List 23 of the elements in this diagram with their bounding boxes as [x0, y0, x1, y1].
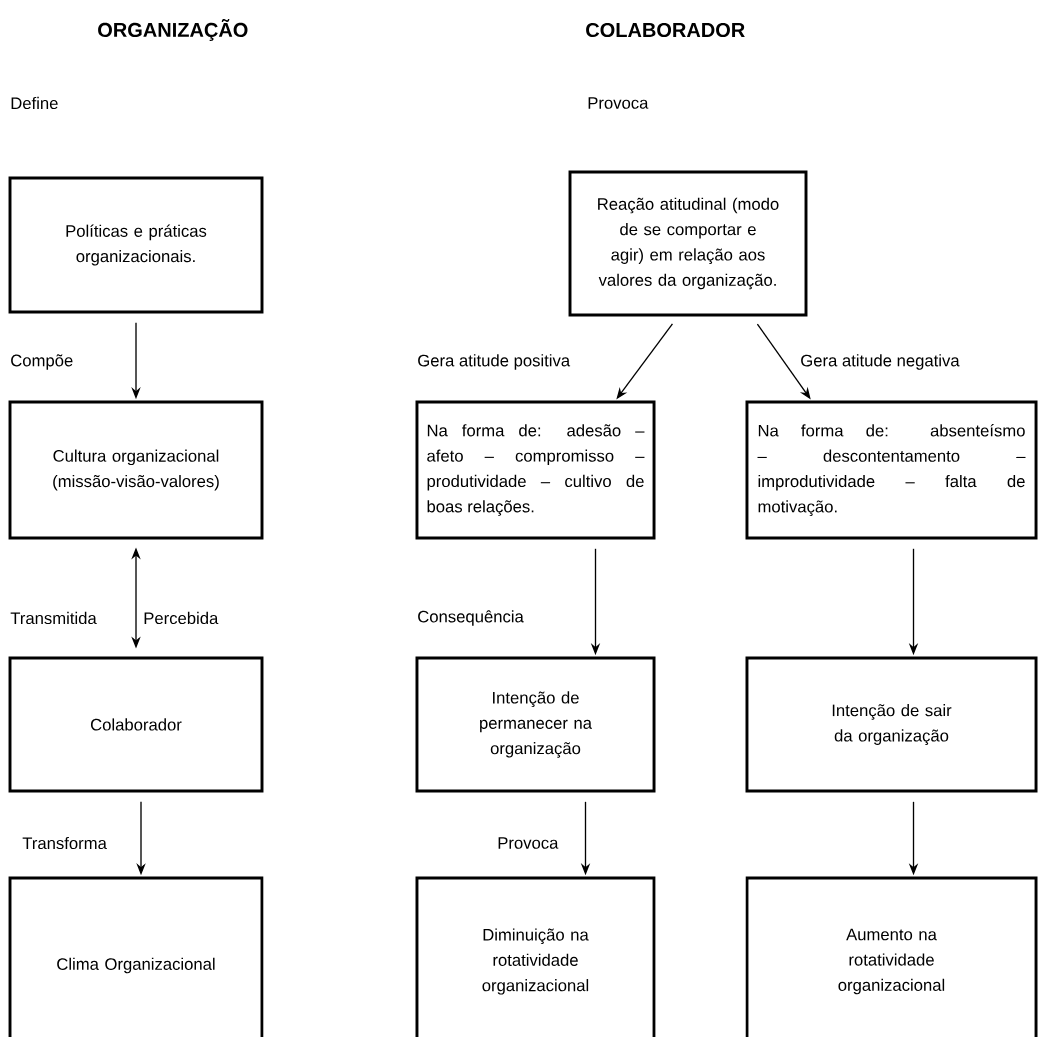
process-box: Clima Organizacional: [8, 876, 264, 1037]
section-label: Define: [11, 96, 58, 110]
process-box: Na forma de: adesão – afeto – compromisso – produtividade – cultivo de boas relações.: [415, 400, 656, 540]
edge-label: Compõe: [11, 354, 73, 370]
edge-label: Gera atitude negativa: [801, 354, 960, 370]
title-text: COLABORADOR: [586, 22, 745, 38]
process-box: Colaborador: [8, 656, 264, 793]
edge-label: Gera atitude positiva: [418, 354, 571, 370]
title-text: ORGANIZAÇÃO: [98, 19, 248, 41]
edge-label: Consequência: [418, 610, 524, 626]
process-box: Diminuição na rotatividade organizacional: [415, 876, 656, 1037]
process-box: Cultura organizacional (missão-visão-valores): [8, 400, 264, 540]
process-box: Na forma de: absenteísmo – descontentamento – improdutividade – falta de motivação.: [745, 400, 1038, 540]
edge-label: Transmitida: [10, 611, 97, 625]
process-box: Reação atitudinal (modo de se comportar e agir) em relação aos valores da organização.: [568, 170, 808, 317]
process-box: Políticas e práticas organizacionais.: [8, 176, 264, 314]
section-label: Provoca: [588, 97, 649, 109]
edge-label: Provoca: [498, 837, 559, 849]
process-box: Aumento na rotatividade organizacional: [745, 876, 1038, 1037]
process-box: Intenção de permanecer na organização: [415, 656, 656, 793]
process-box: Intenção de sair da organização: [745, 656, 1038, 793]
edge-label: Transforma: [22, 836, 107, 850]
side-label: Percebida: [144, 611, 219, 625]
